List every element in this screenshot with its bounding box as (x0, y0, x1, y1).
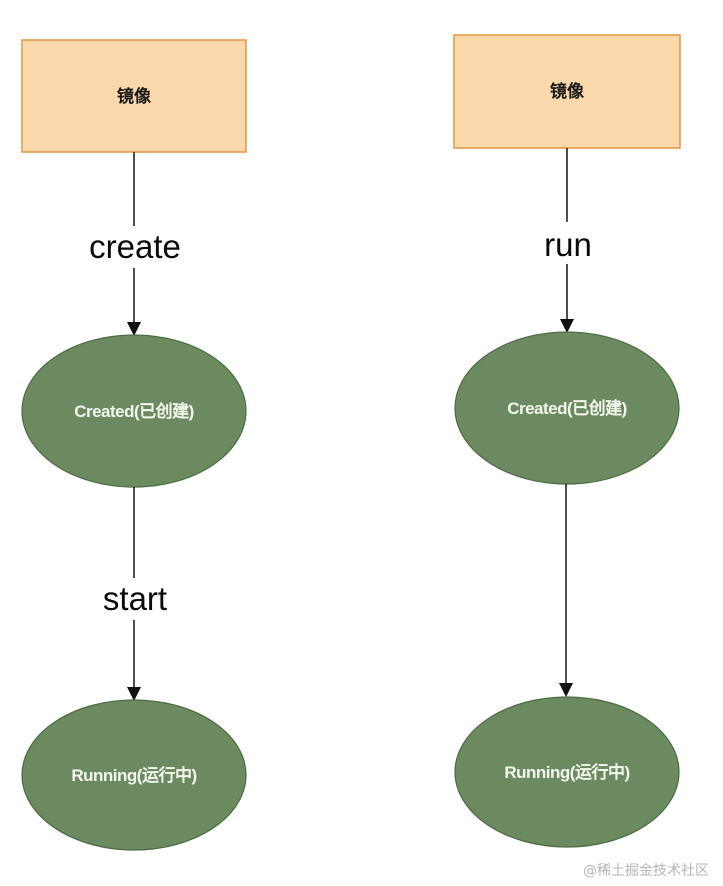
image-box-right-label: 镜像 (550, 81, 585, 102)
edge-start-label: start (103, 580, 167, 617)
flow-right: 镜像 run Created(已创建) Running(运行中) (453, 34, 681, 848)
flow-left: 镜像 create Created(已创建) start Running(运行中… (21, 39, 247, 851)
state-created-left-label: Created(已创建) (74, 401, 194, 421)
state-created-right (454, 331, 680, 485)
state-running-left-label: Running(运行中) (71, 765, 196, 785)
image-box-left (21, 39, 247, 153)
edge-run-arrowhead (560, 319, 574, 333)
image-box-right (453, 34, 681, 149)
edge-created-to-running-arrowhead (559, 683, 573, 697)
edge-start-label-bg (90, 578, 180, 620)
edge-create-label-bg (78, 226, 192, 268)
edge-run-label: run (544, 226, 592, 263)
edge-create-label: create (89, 228, 181, 265)
edge-create-arrowhead (127, 322, 141, 336)
edge-start-arrowhead (127, 687, 141, 701)
state-created-right-label: Created(已创建) (507, 398, 627, 418)
state-running-right (454, 696, 680, 848)
watermark: @稀土掘金技术社区 (583, 863, 709, 879)
edge-run-label-bg (535, 222, 601, 264)
state-running-right-label: Running(运行中) (504, 762, 629, 782)
image-box-left-label: 镜像 (117, 86, 152, 107)
state-running-left (21, 699, 247, 851)
